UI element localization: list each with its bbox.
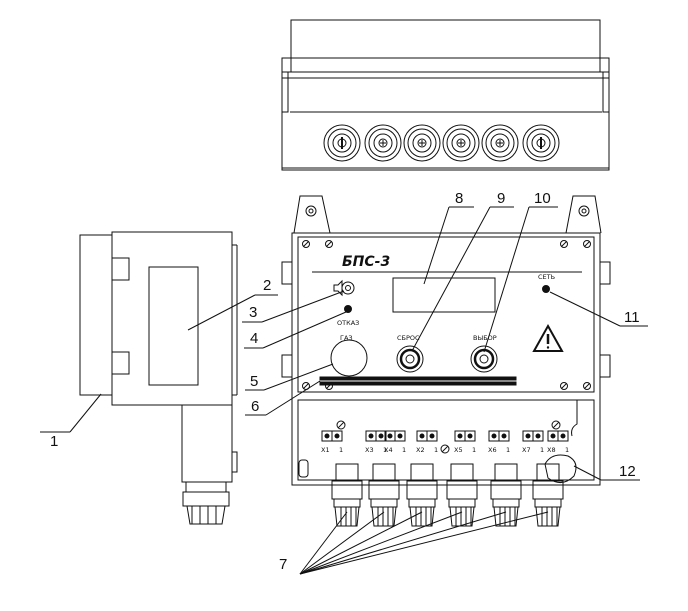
terminal-pin: 1 <box>506 446 510 454</box>
terminal-pin: 1 <box>565 446 569 454</box>
device-title: БПС-3 <box>342 254 390 270</box>
display-window <box>392 277 496 313</box>
ground-lug <box>544 454 577 483</box>
buzzer-speaker-icon <box>333 279 355 297</box>
callout-8: 8 <box>455 190 463 207</box>
callout-1: 1 <box>50 433 58 450</box>
terminal-pin: 1 <box>339 446 343 454</box>
terminal-name: X4 <box>384 446 393 454</box>
bottom-gland <box>532 463 564 527</box>
bottom-gland <box>368 463 400 527</box>
gas-indicator <box>330 339 368 377</box>
bottom-gland <box>490 463 522 527</box>
callout-9: 9 <box>497 190 505 207</box>
top-gland <box>364 124 402 162</box>
callout-3: 3 <box>249 304 257 321</box>
terminal-block: X2 1 <box>416 430 438 454</box>
gas-label: ГАЗ <box>340 334 353 342</box>
top-gland <box>442 124 480 162</box>
front-panel <box>297 236 595 393</box>
bottom-gland <box>446 463 478 527</box>
top-gland <box>323 124 361 162</box>
callout-4: 4 <box>250 330 258 347</box>
terminal-pin: 1 <box>472 446 476 454</box>
side-body <box>111 231 233 406</box>
network-label: СЕТЬ <box>538 273 555 281</box>
callout-10: 10 <box>534 190 551 207</box>
terminal-block: X7 1 <box>522 430 544 454</box>
warning-icon <box>532 323 564 352</box>
front-view: БПС-3 ОТКАЗ ГАЗ СБРОС ВЫБОР <box>281 195 611 527</box>
terminal-name: X8 <box>547 446 556 454</box>
top-view <box>281 19 610 171</box>
terminal-compartment <box>297 399 595 481</box>
callout-5: 5 <box>250 373 258 390</box>
network-indicator-led <box>542 285 550 293</box>
terminal-pin: 1 <box>540 446 544 454</box>
top-gland <box>481 124 519 162</box>
side-lid <box>79 234 113 396</box>
callout-numbers: 1 2 3 4 5 6 7 8 9 10 11 12 <box>50 190 640 573</box>
terminal-block: X1 1 <box>321 430 343 454</box>
callout-12: 12 <box>619 463 636 480</box>
terminal-block: X5 1 <box>454 430 476 454</box>
panel-screws <box>302 240 591 390</box>
bottom-gland <box>331 463 363 527</box>
top-gland <box>403 124 441 162</box>
terminal-name: X5 <box>454 446 463 454</box>
side-window <box>148 266 199 386</box>
callout-2: 2 <box>263 277 271 294</box>
bottom-gland <box>406 463 438 527</box>
select-label: ВЫБОР <box>473 334 497 342</box>
bottom-glands <box>331 463 564 527</box>
fault-indicator-led <box>344 305 352 313</box>
callout-11: 11 <box>624 309 640 326</box>
side-gland <box>182 481 230 525</box>
terminal-name: X1 <box>321 446 330 454</box>
terminal-block: X3 1 <box>365 430 387 454</box>
mounting-ear-left <box>293 195 331 234</box>
side-view <box>79 231 238 525</box>
front-enclosure <box>291 232 601 486</box>
top-glands <box>323 124 560 162</box>
terminal-name: X2 <box>416 446 425 454</box>
leader-lines <box>40 206 648 575</box>
top-gland <box>522 124 560 162</box>
fault-label: ОТКАЗ <box>337 319 359 327</box>
terminal-block: X8 1 <box>547 430 569 454</box>
mounting-ear-right <box>565 195 602 234</box>
terminal-block: X6 1 <box>488 430 510 454</box>
callout-7: 7 <box>279 556 287 573</box>
terminal-pin: 1 <box>383 446 387 454</box>
terminal-name: X7 <box>522 446 531 454</box>
terminal-name: X6 <box>488 446 497 454</box>
reset-button[interactable] <box>396 345 424 373</box>
terminal-pin: 1 <box>402 446 406 454</box>
reset-label: СБРОС <box>397 334 420 342</box>
select-button[interactable] <box>470 345 498 373</box>
terminal-name: X3 <box>365 446 374 454</box>
terminal-pin: 1 <box>434 446 438 454</box>
top-view-housing <box>281 57 610 171</box>
callout-6: 6 <box>251 398 259 415</box>
top-view-body <box>290 19 601 73</box>
